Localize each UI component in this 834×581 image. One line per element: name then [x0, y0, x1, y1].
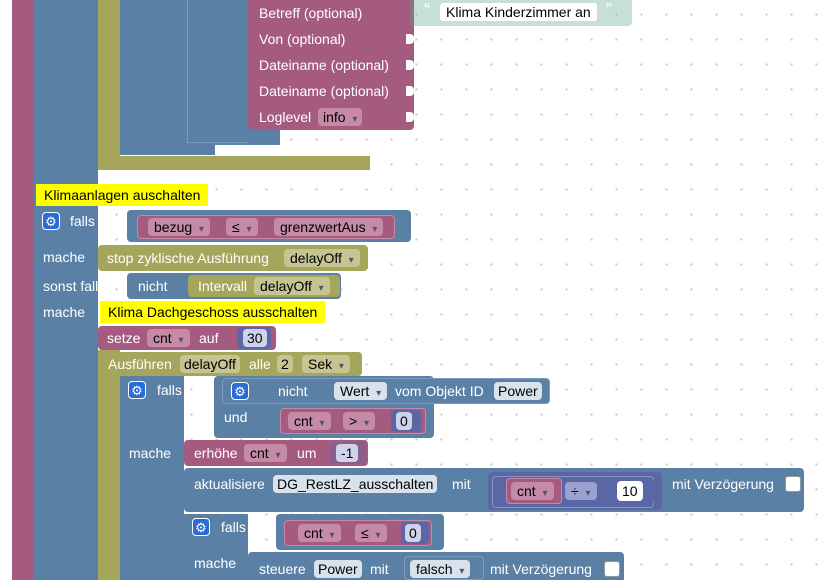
deep-compare-block[interactable]: cnt ≤ 0 [284, 520, 432, 546]
comment-klima-off[interactable]: Klimaanlagen auschalten [36, 184, 209, 206]
comment-dg-off[interactable]: Klima Dachgeschoss ausschalten [100, 301, 326, 323]
interval-block[interactable]: Intervall delayOff [188, 275, 340, 297]
from-input-socket[interactable] [406, 34, 414, 44]
update-target-field[interactable]: DG_RestLZ_ausschalten [273, 475, 438, 493]
quote-close-icon: ” [606, 0, 612, 20]
inner-timer-spine[interactable] [98, 350, 120, 580]
divide-var-dropdown[interactable]: cnt [511, 482, 554, 500]
inner-mache-label: mache [129, 445, 172, 461]
upper-inner-logic-outline [187, 0, 248, 143]
deep-op-dropdown[interactable]: ≤ [355, 524, 387, 542]
increment-var-dropdown[interactable]: cnt [244, 444, 287, 462]
deep-number-field[interactable]: 0 [405, 524, 421, 542]
object-id-field[interactable]: Power [494, 382, 542, 400]
update-delay-checkbox[interactable] [785, 476, 801, 492]
else-if-label: sonst falls [43, 278, 106, 294]
outer-control-block-spine[interactable] [34, 0, 98, 580]
compare-op-dropdown-2[interactable]: > [343, 412, 375, 430]
subject-label: Betreff (optional) [259, 5, 363, 21]
stop-timer-label: stop zyklische Ausführung [107, 250, 269, 266]
update-delay-label: mit Verzögerung [672, 476, 774, 492]
interval-label: Intervall [198, 278, 248, 294]
set-number-field[interactable]: 30 [243, 329, 267, 347]
file2-label: Dateiname (optional) [259, 83, 389, 99]
not-block-2[interactable]: ⚙ nicht Wert vom Objekt ID Power [222, 378, 550, 404]
deep-if-falls-label: falls [221, 519, 246, 535]
compare-op-dropdown[interactable]: ≤ [226, 218, 258, 236]
cnt-dropdown[interactable]: cnt [288, 412, 331, 430]
set-var-dropdown[interactable]: cnt [147, 329, 190, 347]
execute-unit-dropdown[interactable]: Sek [302, 355, 350, 373]
log-block[interactable]: Betreff (optional) Von (optional) Datein… [248, 0, 414, 130]
control-block[interactable]: steuere Power mit falsch mit Verzögerung [248, 552, 624, 580]
text-block-body[interactable]: “ Klima Kinderzimmer an ” [410, 0, 632, 26]
file1-label: Dateiname (optional) [259, 57, 389, 73]
compare-block-2[interactable]: cnt > 0 [280, 408, 426, 434]
inner-if-falls-label: falls [157, 382, 182, 398]
file2-input-socket[interactable] [406, 86, 414, 96]
execute-interval-block[interactable]: Ausführen delayOff alle 2 Sek [98, 352, 362, 376]
bezug-dropdown[interactable]: bezug [148, 218, 210, 236]
increment-number-field[interactable]: -1 [336, 444, 359, 462]
from-label: Von (optional) [259, 31, 346, 47]
control-delay-checkbox[interactable] [604, 561, 620, 577]
control-object-field[interactable]: Power [314, 560, 362, 578]
execute-label: Ausführen [108, 356, 172, 372]
upper-timer-block-bottom[interactable] [98, 156, 370, 170]
grenzwertAus-dropdown[interactable]: grenzwertAus [274, 218, 384, 236]
divide-number-field[interactable]: 10 [617, 481, 643, 501]
file1-input-socket[interactable] [406, 60, 414, 70]
stop-timer-var-dropdown[interactable]: delayOff [284, 249, 360, 267]
subject-text-field[interactable]: Klima Kinderzimmer an [440, 3, 597, 21]
compare-number-field[interactable]: 0 [396, 412, 412, 430]
mache2-label: mache [43, 304, 86, 320]
deep-mache-label: mache [194, 555, 237, 571]
from-object-label: vom Objekt ID [395, 383, 484, 399]
loglevel-dropdown[interactable]: info [318, 108, 363, 126]
boolean-dropdown[interactable]: falsch [410, 560, 471, 578]
deep-var-dropdown[interactable]: cnt [298, 524, 341, 542]
divide-op-dropdown[interactable]: ÷ [565, 482, 597, 500]
outer-event-block-spine[interactable] [12, 0, 34, 580]
and-label: und [224, 409, 248, 425]
execute-every-label: alle [249, 356, 271, 372]
gear-icon[interactable]: ⚙ [192, 518, 210, 536]
upper-timer-block[interactable] [98, 0, 120, 170]
interval-var-dropdown[interactable]: delayOff [254, 277, 330, 295]
not-label-2: nicht [278, 383, 308, 399]
not-label: nicht [138, 278, 168, 294]
update-with-label: mit [452, 476, 471, 492]
control-label: steuere [259, 561, 306, 577]
compare-block-inner[interactable]: bezug ≤ grenzwertAus [137, 215, 395, 239]
mache1-label: mache [43, 249, 86, 265]
loglevel-label: Loglevel [259, 109, 312, 125]
execute-num-field[interactable]: 2 [277, 355, 293, 373]
inner-if-spine[interactable] [120, 376, 184, 580]
update-label: aktualisiere [194, 476, 265, 492]
if1-falls-label: falls [70, 213, 95, 229]
set-on-label: auf [199, 330, 219, 346]
divide-var-block[interactable]: cnt [506, 478, 562, 504]
increment-block[interactable]: erhöhe cnt um -1 [184, 440, 368, 466]
set-variable-block[interactable]: setze cnt auf 30 [98, 326, 276, 350]
set-label: setze [107, 330, 141, 346]
execute-var-field[interactable]: delayOff [180, 355, 240, 373]
loglevel-socket[interactable] [406, 112, 414, 122]
gear-icon[interactable]: ⚙ [128, 381, 146, 399]
control-delay-label: mit Verzögerung [490, 561, 592, 577]
control-with-label: mit [370, 561, 389, 577]
increment-label: erhöhe [194, 445, 238, 461]
gear-icon[interactable]: ⚙ [42, 212, 60, 230]
stop-timer-block[interactable]: stop zyklische Ausführung delayOff [98, 245, 368, 271]
quote-open-icon: “ [424, 0, 430, 20]
value-dropdown[interactable]: Wert [334, 382, 388, 400]
increment-by-label: um [297, 445, 317, 461]
gear-icon[interactable]: ⚙ [231, 382, 249, 400]
